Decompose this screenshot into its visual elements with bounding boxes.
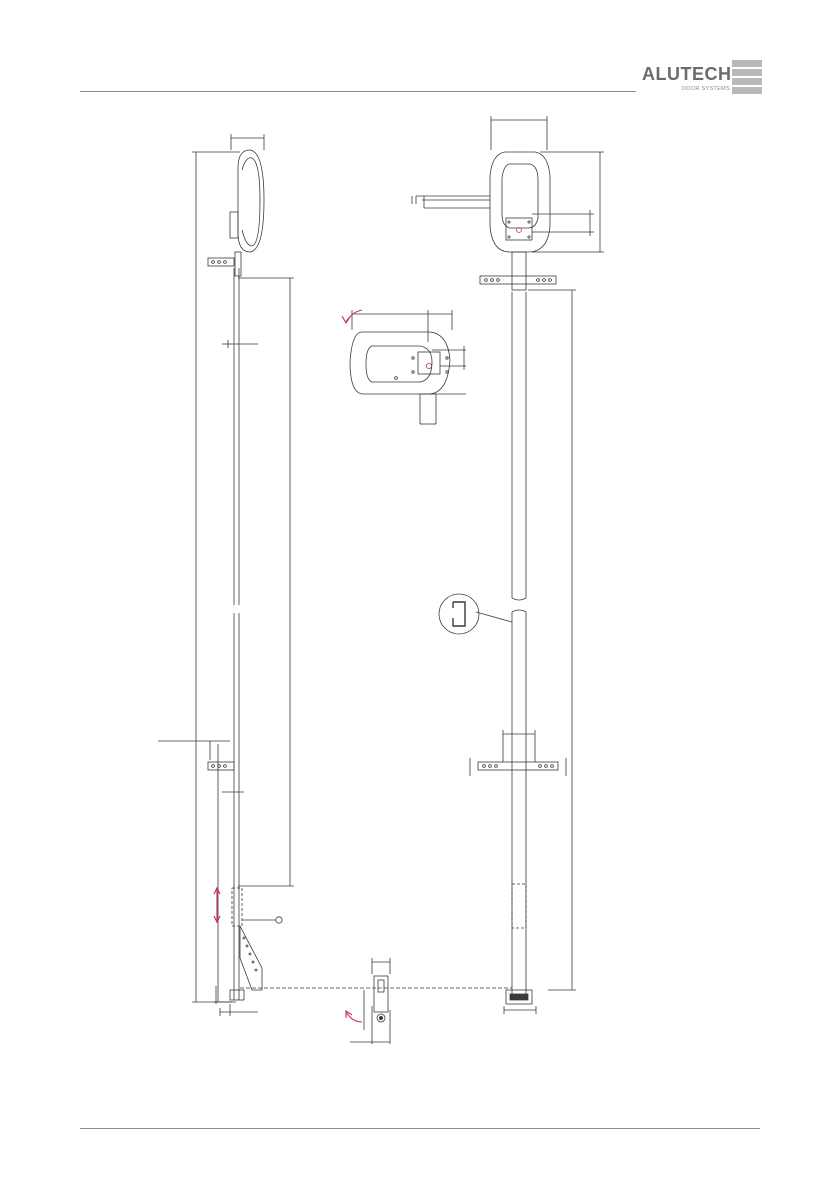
operator-head-detail — [350, 310, 466, 424]
operator-side-view — [158, 134, 294, 1016]
double-arrow-icon — [214, 888, 220, 922]
operator-front-view — [412, 116, 604, 1014]
door-bracket-detail — [350, 958, 390, 1044]
rail-profile-detail-icon — [439, 594, 479, 634]
rotation-arrow-icon — [346, 1011, 362, 1022]
